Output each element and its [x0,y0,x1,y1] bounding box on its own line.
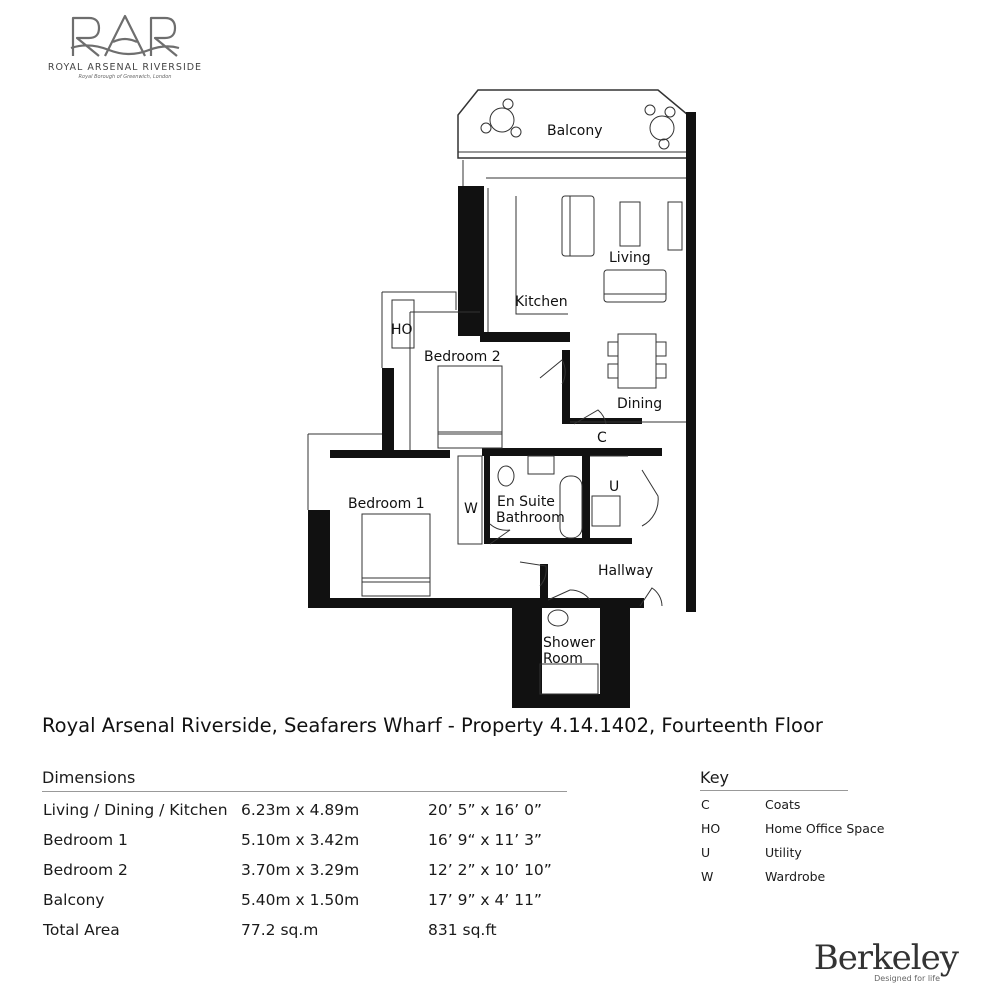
key-item: W Wardrobe [700,863,848,887]
dimension-room: Bedroom 1 [43,831,128,849]
room-label-dining: Dining [617,396,662,412]
royal-arsenal-logo: ROYAL ARSENAL RIVERSIDE Royal Borough of… [40,12,210,92]
dimension-imperial: 20’ 5” x 16’ 0” [428,801,542,819]
room-label-balcony: Balcony [547,123,603,139]
key-description: Coats [765,797,801,812]
room-label-bedroom-1: Bedroom 1 [348,496,425,512]
room-label-coats: C [597,430,607,446]
dimension-metric: 3.70m x 3.29m [241,861,360,879]
dimension-room: Total Area [43,921,120,939]
dimension-row-total: Total Area 77.2 sq.m 831 sq.ft [42,912,567,942]
key-description: Utility [765,845,802,860]
room-label-ho: HO [391,322,413,338]
key-code: W [701,869,714,884]
brand-tagline: Designed for life [874,974,940,983]
dimension-row: Bedroom 1 5.10m x 3.42m 16’ 9“ x 11’ 3” [42,822,567,852]
room-label-bedroom-2: Bedroom 2 [424,349,501,365]
dimension-imperial: 12’ 2” x 10’ 10” [428,861,552,879]
property-title: Royal Arsenal Riverside, Seafarers Wharf… [42,714,823,737]
room-label-utility: U [609,479,619,495]
walls [308,112,696,708]
dimension-row: Living / Dining / Kitchen 6.23m x 4.89m … [42,792,567,822]
dimensions-heading: Dimensions [42,768,567,792]
key-description: Wardrobe [765,869,826,884]
balcony-table-left [480,98,522,138]
key-description: Home Office Space [765,821,885,836]
room-label-bathroom: Bathroom [496,510,565,526]
dimension-row: Bedroom 2 3.70m x 3.29m 12’ 2” x 10’ 10” [42,852,567,882]
doors [489,359,663,607]
key-legend: Key C Coats HO Home Office Space U Utili… [700,768,884,887]
logo-name: ROYAL ARSENAL RIVERSIDE [47,62,203,73]
dimension-metric: 5.40m x 1.50m [241,891,360,909]
dimension-row: Balcony 5.40m x 1.50m 17’ 9” x 4’ 11” [42,882,567,912]
key-code: U [701,845,711,860]
dimension-imperial: 16’ 9“ x 11’ 3” [428,831,542,849]
room-label-hallway: Hallway [598,563,653,579]
furniture [361,195,683,695]
rar-logo-mark [70,14,180,57]
room-label-shower: Shower [543,635,595,651]
room-label-kitchen: Kitchen [515,294,568,310]
key-item: C Coats [700,791,848,815]
logo-subtitle: Royal Borough of Greenwich, London [78,74,172,80]
dimension-metric: 5.10m x 3.42m [241,831,360,849]
floor-plan: Balcony Living Kitchen HO Bedroom 2 Dini… [307,89,696,708]
dimension-metric: 6.23m x 4.89m [241,801,360,819]
dimension-imperial: 17’ 9” x 4’ 11” [428,891,542,909]
room-label-living: Living [609,250,651,266]
dimension-room: Living / Dining / Kitchen [43,801,228,819]
key-item: HO Home Office Space [700,815,884,839]
key-item: U Utility [700,839,848,863]
brand-name: Berkeley [813,938,959,978]
key-code: C [701,797,710,812]
dimensions-table: Dimensions Living / Dining / Kitchen 6.2… [42,768,567,942]
dimension-room: Balcony [43,891,105,909]
dimension-metric: 77.2 sq.m [241,921,319,939]
window-lines [307,160,686,510]
berkeley-logo: Berkeley Designed for life [813,938,959,983]
room-label-room: Room [543,651,583,667]
balcony-table-right [644,104,676,150]
key-heading: Key [700,768,848,791]
room-label-wardrobe: W [464,501,478,517]
dimension-room: Bedroom 2 [43,861,128,879]
dimension-imperial: 831 sq.ft [428,921,497,939]
room-label-en-suite: En Suite [497,494,555,510]
key-code: HO [701,821,721,836]
